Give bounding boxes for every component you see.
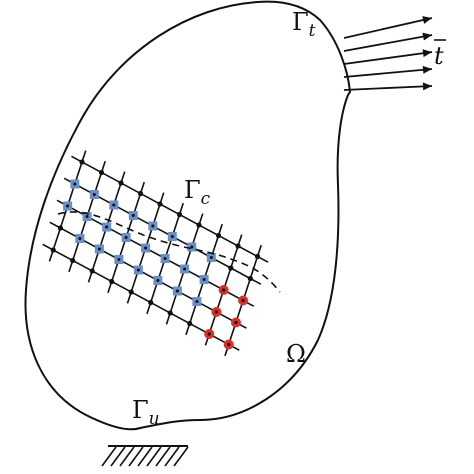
mesh-node [118, 180, 124, 186]
mesh-node [228, 265, 234, 271]
mesh-region [42, 150, 269, 357]
support-hatch [110, 446, 126, 467]
crack-line [57, 211, 281, 293]
support-hatch [119, 446, 135, 467]
mesh-node [137, 190, 144, 197]
traction-arrow [343, 82, 433, 91]
mesh-node [70, 257, 76, 264]
mesh-node [109, 278, 115, 285]
label-gamma-t: Γt [292, 8, 316, 41]
traction-arrow [343, 32, 433, 52]
mesh-node [79, 159, 85, 165]
support-hatch [101, 446, 117, 467]
mesh-node [176, 211, 183, 218]
svg-text:t: t [434, 42, 444, 70]
mesh-node [187, 320, 193, 327]
mesh-node [98, 169, 105, 176]
mesh-node [89, 268, 95, 274]
mesh-node [196, 222, 202, 228]
traction-arrow [343, 65, 433, 78]
mesh-node [235, 243, 241, 249]
support-hatch [137, 446, 153, 467]
traction-arrow [343, 49, 433, 65]
mesh-node [157, 201, 163, 207]
support-hatch [128, 446, 144, 467]
label-gamma-c: Γc [184, 176, 211, 209]
mesh-node [57, 225, 64, 231]
label-t-bar: t [434, 39, 446, 70]
mesh-node [215, 232, 222, 239]
mesh-node [167, 310, 173, 316]
domain-boundary [24, 0, 352, 431]
support-hatch [146, 446, 162, 467]
label-omega: Ω [286, 340, 306, 368]
mesh-line [71, 155, 269, 263]
mesh-node [247, 275, 253, 282]
support-hatch [173, 446, 189, 467]
traction-arrow [343, 16, 433, 39]
fixed-support [101, 445, 189, 467]
mesh-node [148, 299, 154, 306]
mesh-node [50, 247, 56, 253]
mesh-node [128, 289, 134, 295]
mesh-node [254, 253, 261, 260]
traction-arrows [343, 16, 433, 91]
support-hatch [164, 446, 180, 467]
support-hatch [155, 446, 171, 467]
label-gamma-u: Γu [132, 396, 160, 429]
